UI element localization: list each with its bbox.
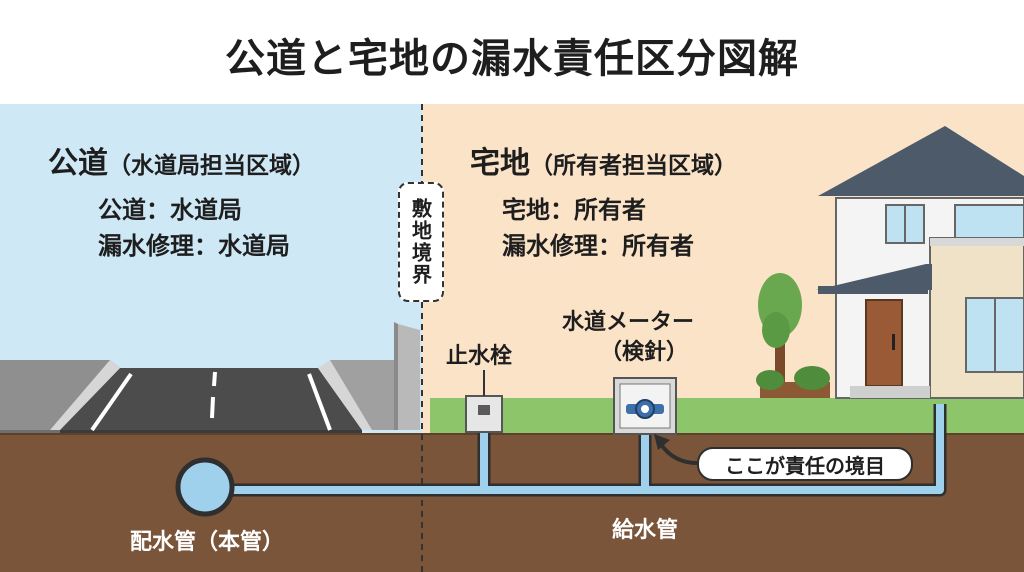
grass-right bbox=[430, 398, 1024, 434]
private-zone-heading-note: （所有者担当区域） bbox=[530, 153, 737, 179]
stop-valve-label: 止水栓 bbox=[446, 344, 513, 369]
water-meter-icon bbox=[613, 377, 677, 435]
private-zone-owner: 宅地：所有者 bbox=[502, 196, 646, 224]
public-zone-owner: 公道：水道局 bbox=[98, 196, 242, 224]
private-zone-heading-text: 宅地 bbox=[470, 146, 530, 181]
public-zone-heading-text: 公道 bbox=[48, 146, 108, 181]
arrow-icon bbox=[654, 434, 698, 465]
private-zone-repair: 漏水修理：所有者 bbox=[502, 232, 694, 260]
house-icon bbox=[816, 126, 1024, 399]
public-zone-repair: 漏水修理：水道局 bbox=[98, 232, 290, 260]
responsibility-callout: ここが責任の境目 bbox=[697, 447, 913, 481]
stop-valve-icon bbox=[465, 370, 503, 433]
main-pipe-label: 配水管（本管） bbox=[130, 530, 285, 555]
meter-label: 水道メーター bbox=[562, 310, 695, 335]
boundary-label: 敷地境界 bbox=[398, 182, 444, 302]
private-zone-heading: 宅地（所有者担当区域） bbox=[470, 138, 737, 182]
tree-icon bbox=[756, 273, 830, 398]
meter-note: （検針） bbox=[600, 340, 689, 365]
page-title: 公道と宅地の漏水責任区分図解 bbox=[225, 36, 799, 82]
service-pipe-label: 給水管 bbox=[612, 518, 679, 543]
public-zone-heading: 公道（水道局担当区域） bbox=[48, 138, 315, 182]
main-pipe-icon bbox=[175, 457, 235, 517]
public-zone-heading-note: （水道局担当区域） bbox=[108, 153, 315, 179]
